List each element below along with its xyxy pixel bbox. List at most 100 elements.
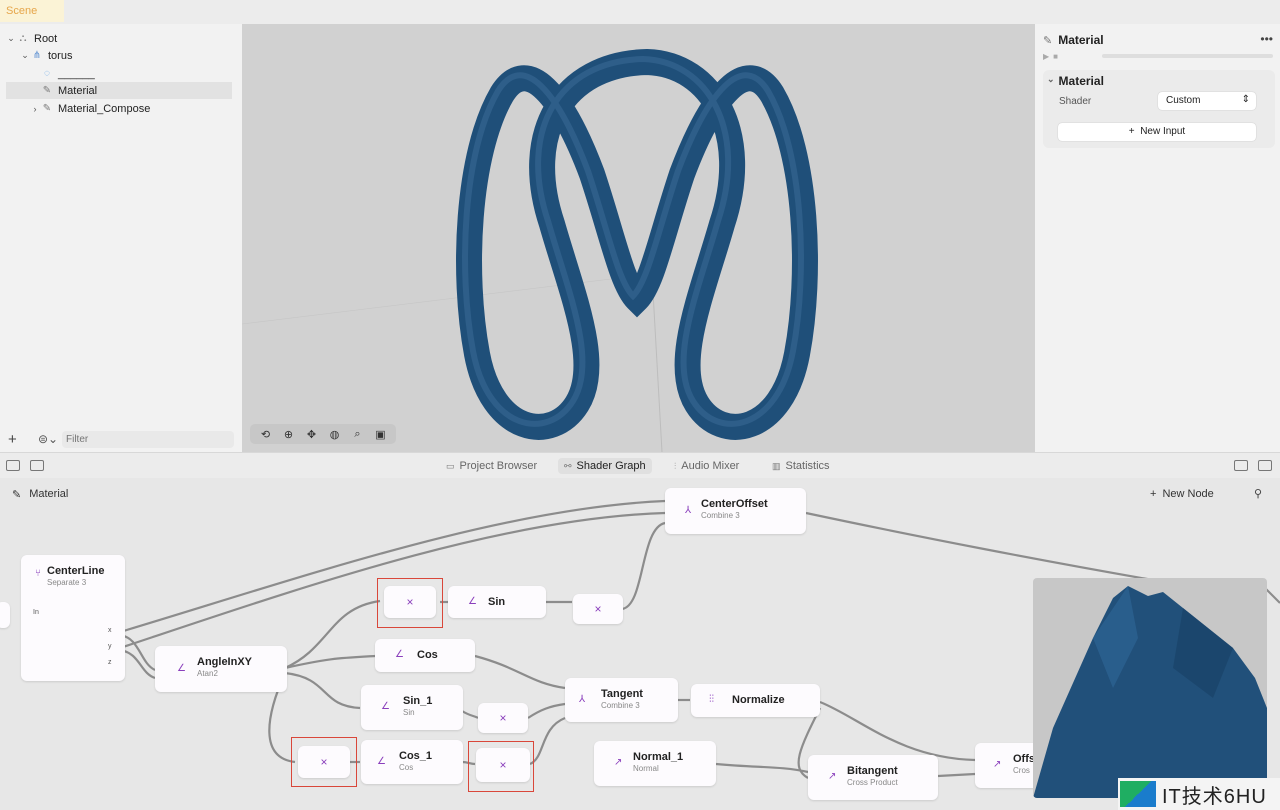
graph-node-normal-1[interactable]: ↗ Normal_1 Normal [594, 741, 716, 786]
bottom-tab-bar: ▭ Project Browser ⚯ Shader Graph ⫶ Audio… [0, 452, 1280, 478]
node-title: AngleInXY [197, 656, 253, 668]
model-icon: ⋔ [32, 50, 42, 61]
up-down-arrow-icon: ⇕ [1241, 94, 1250, 105]
graph-node-cos[interactable]: ∠ Cos [375, 639, 475, 672]
material-icon: ✎ [42, 103, 52, 114]
multiply-icon: × [406, 595, 414, 609]
pin-icon[interactable]: ⚲ [1254, 488, 1263, 500]
graph-connections [0, 499, 1280, 779]
chevron-right-icon[interactable]: › [33, 103, 37, 114]
globe-icon[interactable]: ◍ [329, 428, 340, 441]
tab-statistics[interactable]: ▥ Statistics [766, 458, 836, 474]
3d-viewport[interactable]: ⟲ ⊕ ✥ ◍ ⌕ ▣ [242, 24, 1035, 452]
graph-node-stub[interactable] [0, 602, 10, 628]
sidebar-toggle-icon[interactable] [30, 460, 44, 471]
scene-tab[interactable]: Scene [0, 0, 64, 22]
angle-icon: ∠ [381, 701, 390, 712]
node-subtitle: Combine 3 [601, 701, 640, 710]
filter-input[interactable] [62, 430, 234, 448]
node-subtitle: Combine 3 [701, 511, 740, 520]
preview-render [1033, 586, 1267, 798]
highlight-box [468, 741, 534, 792]
mesh-icon: ◌ [44, 68, 50, 79]
shader-graph-canvas[interactable]: ✎ Material + New Node ⚲ ⑂ CenterLine Sep… [0, 478, 1280, 810]
chevron-down-icon[interactable]: ⌄ [1047, 74, 1055, 84]
normalize-icon: ⫶⫶ [709, 694, 714, 705]
node-subtitle: Cros [1013, 766, 1030, 775]
cross-product-icon: ↗ [993, 759, 1002, 770]
stop-icon[interactable]: ■ [1053, 51, 1058, 61]
graph-node-tangent[interactable]: ⅄ Tangent Combine 3 [565, 678, 678, 722]
port-label-in: In [33, 609, 39, 616]
add-icon[interactable]: + [8, 430, 17, 448]
select-icon[interactable]: ⟲ [260, 428, 271, 441]
port-label-x: x [108, 627, 112, 634]
tree-item-root[interactable]: ⌄ ⛬ Root [6, 30, 57, 47]
graph-node-sin[interactable]: ∠ Sin [448, 586, 546, 618]
graph-node-multiply[interactable]: × [298, 746, 350, 778]
viewport-toolbar: ⟲ ⊕ ✥ ◍ ⌕ ▣ [250, 424, 396, 444]
cross-product-icon: ↗ [828, 771, 837, 782]
bottom-panel-toggle-icon[interactable] [1258, 460, 1272, 471]
new-node-label: New Node [1162, 488, 1214, 500]
tab-shader-graph[interactable]: ⚯ Shader Graph [558, 458, 652, 474]
tree-item-label: Material_Compose [58, 102, 151, 115]
material-icon: ✎ [42, 85, 52, 96]
graph-node-centerline[interactable]: ⑂ CenterLine Separate 3 In x y z [21, 555, 125, 681]
new-node-button[interactable]: + New Node [1150, 488, 1214, 500]
playback-bar[interactable] [1102, 54, 1273, 58]
graph-node-multiply[interactable]: × [573, 594, 623, 624]
graph-node-sin-1[interactable]: ∠ Sin_1 Sin [361, 685, 463, 730]
graph-header: ✎ Material [12, 488, 68, 501]
angle-icon: ∠ [468, 596, 477, 607]
chevron-down-icon[interactable]: ⌄ [21, 50, 29, 60]
tab-label: Project Browser [459, 460, 538, 472]
tree-item-mesh[interactable]: ◌ ______ [30, 65, 95, 82]
tab-project-browser[interactable]: ▭ Project Browser [440, 458, 543, 474]
camera-icon[interactable]: ▣ [375, 428, 386, 441]
panel-toggle-icon[interactable] [6, 460, 20, 471]
new-input-button[interactable]: + New Input [1058, 123, 1256, 141]
normal-icon: ↗ [614, 757, 623, 768]
scene-outline: ⌄ ⛬ Root ⌄ ⋔ torus ◌ ______ ✎ Material ›… [0, 24, 242, 452]
graph-node-centeroffset[interactable]: ⅄ CenterOffset Combine 3 [665, 488, 806, 534]
port-label-y: y [108, 643, 112, 650]
multiply-icon: × [499, 711, 507, 725]
orbit-icon[interactable]: ⊕ [283, 428, 294, 441]
play-icon[interactable]: ▶ [1043, 51, 1050, 61]
zoom-icon[interactable]: ⌕ [354, 427, 361, 440]
graph-node-cos-1[interactable]: ∠ Cos_1 Cos [361, 740, 463, 784]
tree-item-material[interactable]: ✎ Material [6, 82, 232, 99]
shader-select[interactable]: Custom ⇕ [1158, 92, 1256, 110]
node-subtitle: Normal [633, 764, 659, 773]
chevron-down-icon[interactable]: ⌄ [7, 33, 15, 43]
top-strip: Scene [0, 0, 1280, 24]
graph-node-bitangent[interactable]: ↗ Bitangent Cross Product [808, 755, 938, 800]
tab-audio-mixer[interactable]: ⫶ Audio Mixer [668, 458, 745, 474]
new-input-label: New Input [1140, 126, 1186, 137]
tree-item-material-compose[interactable]: › ✎ Material_Compose [30, 100, 151, 117]
more-options-icon[interactable]: ••• [1260, 32, 1273, 46]
node-title: CenterLine [47, 565, 105, 577]
hierarchy-icon: ⛬ [19, 33, 27, 44]
separate-icon: ⑂ [35, 568, 41, 579]
section-header[interactable]: ⌄ Material [1047, 74, 1104, 88]
material-section: ⌄ Material Shader Custom ⇕ + New Input [1043, 70, 1275, 148]
graph-node-normalize[interactable]: ⫶⫶ Normalize [691, 684, 820, 717]
tab-label: Audio Mixer [681, 460, 740, 472]
tree-item-torus[interactable]: ⌄ ⋔ torus [20, 47, 72, 64]
multiply-icon: × [594, 602, 602, 616]
graph-node-angleinxy[interactable]: ∠ AngleInXY Atan2 [155, 646, 287, 692]
inspector-toggle-icon[interactable] [1234, 460, 1248, 471]
tree-item-label: ______ [58, 67, 95, 80]
filter-menu-icon[interactable]: ⊜⌄ [38, 432, 59, 446]
graph-node-multiply[interactable]: × [384, 586, 436, 618]
node-subtitle: Atan2 [197, 669, 218, 678]
node-title: Cos [417, 649, 438, 661]
node-subtitle: Sin [403, 708, 415, 717]
multiply-icon: × [320, 755, 328, 769]
node-title: Normal_1 [633, 751, 684, 763]
graph-node-multiply[interactable]: × [476, 748, 530, 782]
graph-node-multiply[interactable]: × [478, 703, 528, 733]
move-icon[interactable]: ✥ [306, 428, 317, 441]
